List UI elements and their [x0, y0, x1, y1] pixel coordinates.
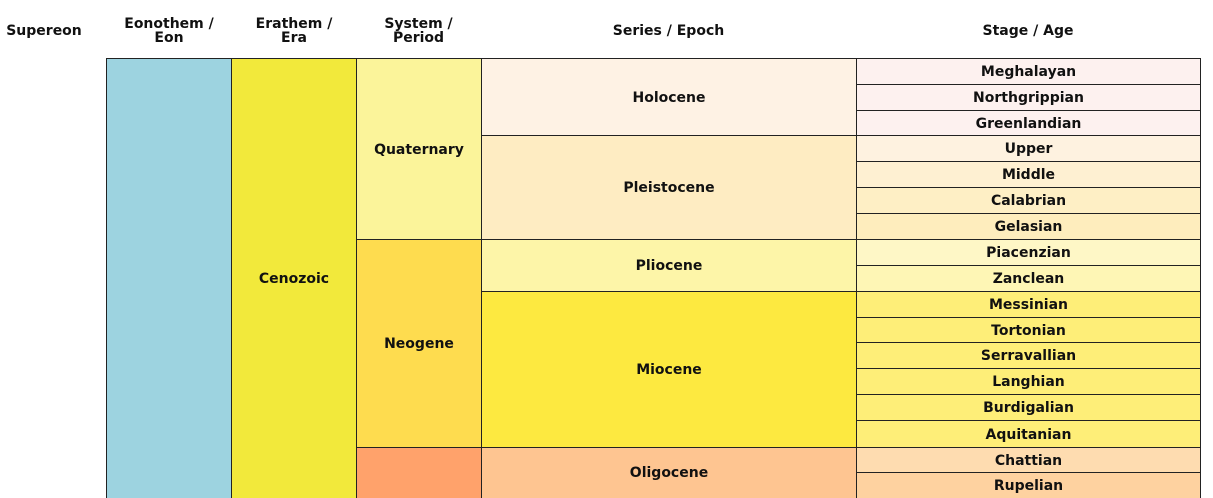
age-cell-tortonian: Tortonian [856, 317, 1201, 343]
period-cell-quaternary: Quaternary [356, 58, 481, 240]
epoch-cell-pliocene: Pliocene [481, 239, 856, 292]
age-cell-middle: Middle [856, 161, 1201, 188]
age-cell-northgrippian: Northgrippian [856, 84, 1201, 111]
age-cell-rupelian: Rupelian [856, 472, 1201, 498]
age-cell-burdigalian: Burdigalian [856, 394, 1201, 421]
header-eon: Eonothem / Eon [124, 16, 214, 46]
age-cell-greenlandian: Greenlandian [856, 110, 1201, 136]
age-cell-messinian: Messinian [856, 291, 1201, 318]
period-cell-paleogene [356, 447, 481, 498]
header-supereon: Supereon [6, 23, 82, 39]
eon-cell [106, 58, 232, 498]
period-cell-neogene: Neogene [356, 239, 481, 448]
age-cell-zanclean: Zanclean [856, 265, 1201, 292]
epoch-cell-miocene: Miocene [481, 291, 856, 448]
era-cell-cenozoic: Cenozoic [231, 58, 356, 498]
age-cell-serravallian: Serravallian [856, 342, 1201, 369]
age-cell-gelasian: Gelasian [856, 213, 1201, 240]
age-cell-calabrian: Calabrian [856, 187, 1201, 214]
age-cell-upper: Upper [856, 135, 1201, 162]
age-cell-langhian: Langhian [856, 368, 1201, 395]
header-era: Erathem / Era [255, 16, 333, 46]
epoch-cell-pleistocene: Pleistocene [481, 135, 856, 240]
age-cell-chattian: Chattian [856, 447, 1201, 473]
age-cell-meghalayan: Meghalayan [856, 58, 1201, 85]
epoch-cell-holocene: Holocene [481, 58, 856, 136]
age-cell-piacenzian: Piacenzian [856, 239, 1201, 266]
header-period: System / Period [384, 16, 453, 46]
epoch-cell-oligocene: Oligocene [481, 447, 856, 498]
header-epoch: Series / Epoch [612, 23, 725, 39]
header-age: Stage / Age [982, 23, 1074, 39]
age-cell-aquitanian: Aquitanian [856, 420, 1201, 448]
